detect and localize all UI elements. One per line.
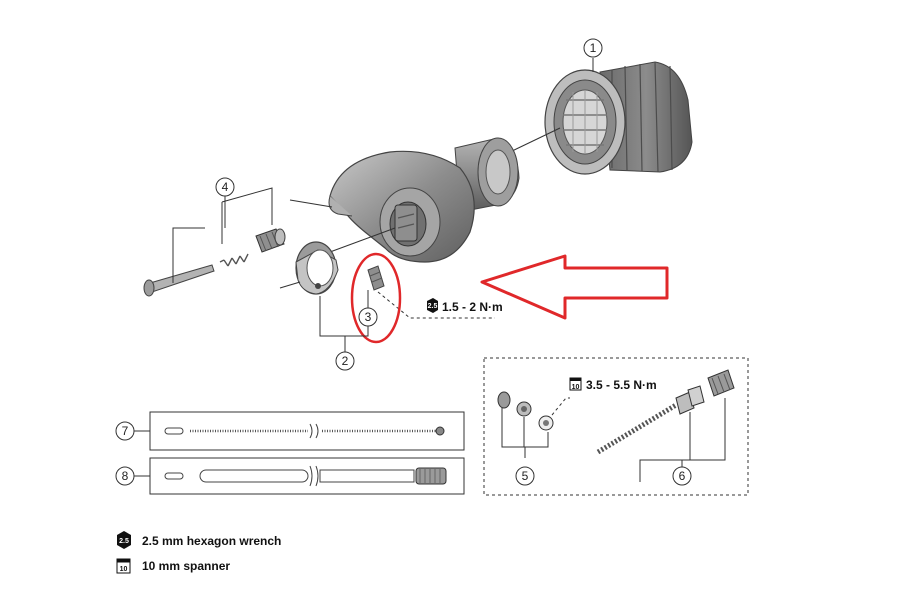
part-cable-fixing-bolt xyxy=(497,391,554,431)
callout-6: 6 xyxy=(672,466,692,486)
callout-8: 8 xyxy=(115,466,135,486)
highlight-arrow xyxy=(480,254,669,320)
cable-axis-line xyxy=(289,199,333,208)
legend-spanner-label: 10 mm spanner xyxy=(142,559,230,573)
inner-cable-box xyxy=(149,411,465,451)
svg-text:2.5: 2.5 xyxy=(428,303,438,310)
callout-3: 3 xyxy=(358,307,378,327)
callout-1: 1 xyxy=(583,38,603,58)
svg-text:6: 6 xyxy=(679,469,686,483)
svg-text:2: 2 xyxy=(342,354,349,368)
svg-text:2.5: 2.5 xyxy=(119,538,129,545)
legend-hex-wrench-icon: 2.5 xyxy=(117,531,131,549)
callout-5: 5 xyxy=(515,466,535,486)
svg-text:3: 3 xyxy=(365,310,372,324)
legend-hex-wrench-label: 2.5 mm hexagon wrench xyxy=(142,534,281,548)
svg-text:4: 4 xyxy=(222,180,229,194)
svg-text:1: 1 xyxy=(590,41,597,55)
part-adjusting-bolt xyxy=(143,228,286,297)
callout-4: 4 xyxy=(215,177,235,197)
assembly-axis-line xyxy=(509,127,561,153)
part-grip-cap xyxy=(544,61,693,175)
part-cable-guide xyxy=(596,369,735,455)
torque-value-upper: 1.5 - 2 N·m xyxy=(442,300,503,314)
hex-wrench-icon: 2.5 xyxy=(427,298,438,313)
part-fixing-screw xyxy=(367,265,385,291)
svg-text:10: 10 xyxy=(572,384,580,391)
optional-parts-box xyxy=(483,357,749,496)
svg-text:5: 5 xyxy=(522,469,529,483)
part-shifter-body xyxy=(328,137,520,263)
torque-value-lower: 3.5 - 5.5 N·m xyxy=(586,378,657,392)
callout-2: 2 xyxy=(335,351,355,371)
part-band xyxy=(295,241,339,295)
highlight-circle xyxy=(350,252,402,344)
legend-spanner-icon: 10 xyxy=(116,558,131,574)
svg-text:8: 8 xyxy=(122,469,129,483)
svg-text:10: 10 xyxy=(120,566,128,573)
outer-housing-box xyxy=(149,457,465,495)
spanner-icon: 10 xyxy=(569,377,582,391)
svg-text:7: 7 xyxy=(122,424,129,438)
callout-7: 7 xyxy=(115,421,135,441)
